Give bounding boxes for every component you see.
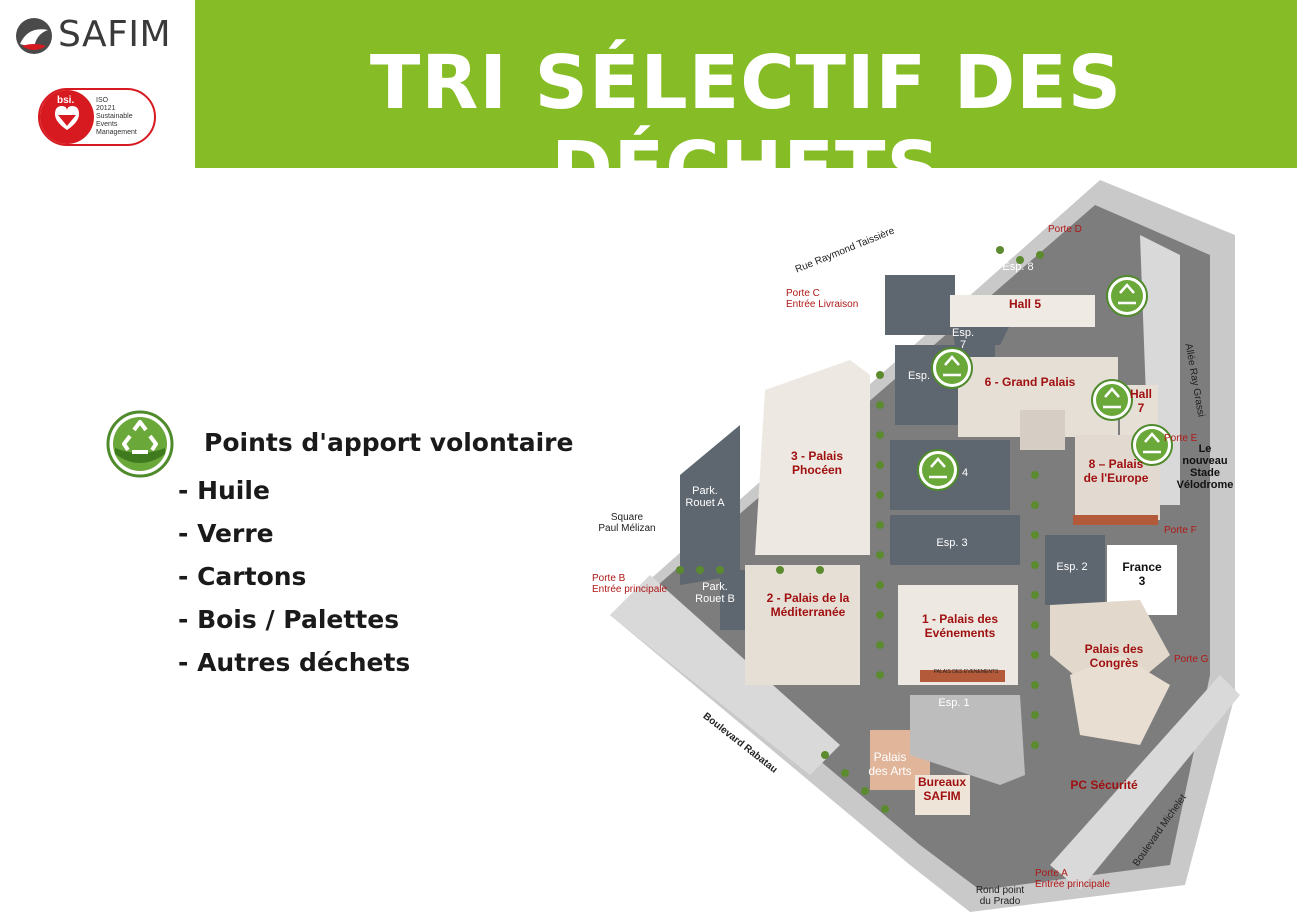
recycle-icon <box>106 410 174 478</box>
esp-7: Esp.7 <box>951 327 974 351</box>
iso-desc-2: Management <box>96 129 137 136</box>
site-map: Allée Ray Grassi Rue Raymond Taissière B… <box>580 175 1297 912</box>
porte-d: Porte D <box>1048 224 1082 235</box>
esp-4: 4 <box>961 467 969 479</box>
porte-f: Porte F <box>1164 525 1197 536</box>
hall-5: Hall 5 <box>1008 297 1041 311</box>
safim-logo-icon <box>16 18 52 54</box>
iso-desc-1: Sustainable Events <box>96 113 133 128</box>
recycle-icon-map <box>917 449 959 491</box>
legend-item-verre: - Verre <box>178 519 274 548</box>
esp-8-left: Esp. 8 <box>824 340 856 352</box>
page-title: TRI SÉLECTIF DES DÉCHETS <box>369 40 1123 212</box>
pc-securite: PC Sécurité <box>1070 778 1138 792</box>
grand-palais: 6 - Grand Palais <box>984 375 1076 389</box>
title-banner: TRI SÉLECTIF DES DÉCHETS <box>195 0 1297 212</box>
park-rouet-b: Park.Rouet B <box>695 581 735 605</box>
park-rouet-a: Park.Rouet A <box>685 485 725 509</box>
recycle-icon-map <box>1091 379 1133 421</box>
iso-number: 20121 <box>96 105 116 112</box>
porte-e: Porte E <box>1164 433 1198 444</box>
esp-3: Esp. 3 <box>936 537 968 549</box>
legend-item-bois: - Bois / Palettes <box>178 605 400 634</box>
site-map-drawing <box>610 180 1240 912</box>
brand-name: SAFIM <box>58 14 172 55</box>
esp-6: Esp. <box>907 370 930 382</box>
legend-title: Points d'apport volontaire <box>204 428 574 457</box>
bsi-iso-badge <box>38 88 156 146</box>
iso-line: ISO <box>96 97 109 104</box>
bsi-iso-text: ISO 20121 Sustainable Events Management <box>96 97 152 137</box>
porte-g: Porte G <box>1174 654 1209 665</box>
legend-item-huile: - Huile <box>178 476 270 505</box>
recycle-icon-map <box>1131 424 1173 466</box>
bsi-brand: bsi. <box>57 95 75 106</box>
esp-1: Esp. 1 <box>938 697 970 709</box>
palais-evt-sign: PALAIS DES EVENEMENTS <box>933 669 999 675</box>
legend-item-cartons: - Cartons <box>178 562 307 591</box>
esp-8-top: Esp. 8 <box>1002 261 1034 273</box>
legend-item-autres: - Autres déchets <box>178 648 411 677</box>
recycle-icon-map <box>931 347 973 389</box>
recycle-icon-map <box>1106 275 1148 317</box>
esp-2: Esp. 2 <box>1056 561 1088 573</box>
